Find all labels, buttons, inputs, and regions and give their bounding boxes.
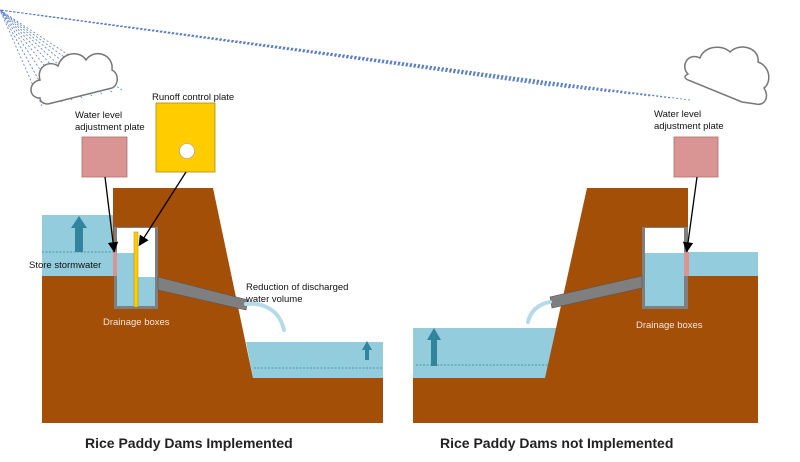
cloud-icon: [684, 46, 770, 106]
rain-streak: [0, 9, 551, 87]
discharge-water-stream: [526, 300, 552, 324]
rain-streak: [0, 9, 113, 93]
water-level-plate-label: adjustment plate: [75, 122, 145, 133]
right-panel: Water level adjustment plate Drainage bo…: [0, 9, 770, 451]
rain-streak: [0, 9, 651, 97]
rain-right: [0, 9, 691, 101]
cloud-icon: [30, 52, 118, 105]
left-panel: Water level adjustment plate Runoff cont…: [0, 9, 383, 451]
runoff-control-plate-label: Runoff control plate: [152, 92, 234, 103]
pointer-arrow: [138, 171, 187, 247]
water-level-adjustment-plate: [673, 136, 719, 178]
store-stormwater-label: Store stormwater: [29, 260, 101, 271]
water-rise-arrow-icon: [71, 216, 87, 252]
water-rise-arrow-icon: [427, 328, 441, 366]
pointer-arrow: [682, 176, 698, 253]
runoff-plate-hole: [179, 143, 195, 159]
water-level-plate-label: Water level: [654, 109, 701, 120]
rain-left: [0, 9, 123, 107]
discharge-water-stream: [244, 301, 286, 332]
runoff-control-plate: [155, 102, 216, 173]
rain-streak: [0, 9, 73, 101]
water-level-plate-label: adjustment plate: [654, 121, 724, 132]
drain-pipe: [549, 275, 643, 309]
upper-field-water: [688, 252, 758, 276]
drain-pipe: [157, 276, 249, 311]
soil-ground: [413, 188, 758, 423]
water-level-plate-label: Water level: [75, 110, 122, 121]
reduction-label: water volume: [245, 294, 303, 305]
left-panel-title: Rice Paddy Dams Implemented: [85, 435, 293, 451]
rain-streak: [0, 9, 63, 103]
right-panel-title: Rice Paddy Dams not Implemented: [440, 435, 673, 451]
pointer-arrow: [104, 176, 119, 253]
box-water-left: [117, 253, 134, 306]
box-water: [645, 253, 684, 306]
reduction-label: Reduction of discharged: [246, 282, 348, 293]
water-level-adjustment-plate: [81, 136, 128, 178]
box-water-right: [138, 277, 155, 306]
drainage-boxes-label: Drainage boxes: [636, 320, 703, 331]
water-level-adjustment-plate-in-box: [684, 252, 689, 276]
runoff-control-plate-in-box: [133, 231, 139, 308]
water-rise-arrow-icon: [362, 341, 372, 360]
lower-field-water: [246, 342, 383, 378]
drainage-boxes-label: Drainage boxes: [103, 317, 170, 328]
water-level-adjustment-plate-in-box: [113, 252, 117, 276]
